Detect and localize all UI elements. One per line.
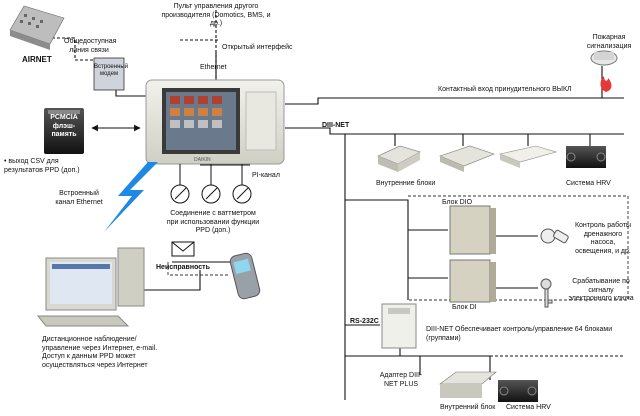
block-di-label: Блок DI <box>452 304 477 311</box>
builtin-ethernet-label: Встроенный канал Ethernet <box>55 190 103 206</box>
building-icon <box>9 5 65 50</box>
wattmeter-icon <box>170 184 252 204</box>
airnet-label: AIRNET <box>22 55 52 64</box>
brand-label: DAIKIN <box>194 157 211 163</box>
mobile-phone-icon <box>229 252 261 300</box>
dio-box-icon <box>449 205 496 255</box>
pump-control-label: Контроль работы дренажного насоса, освещ… <box>574 222 632 255</box>
ethernet-label: Ethernet <box>200 64 227 71</box>
ceiling-unit-icon <box>439 371 497 398</box>
indoor-units-label: Внутренние блоки <box>376 180 436 187</box>
malfunction-label: Неисправность <box>156 264 210 271</box>
adapter-icon <box>381 303 417 349</box>
public-line-label: Общедоступная линия связи <box>64 38 117 54</box>
block-dio-label: Блок DIO <box>442 199 473 206</box>
lightning-icon <box>104 162 158 232</box>
diii-net-plus-note: DIII-NET Обеспечивает контроль/управлени… <box>426 326 613 342</box>
controller-icon <box>145 79 285 165</box>
bulb-icon <box>540 228 569 244</box>
builtin-modem-label: Встроенный модем <box>94 64 129 77</box>
wattmeter-label: Соединение с ваттметром при использовани… <box>166 210 260 234</box>
ceiling-unit-icon <box>498 145 558 168</box>
csv-output-label: • выход CSV для результатов PPD (доп.) <box>4 158 80 174</box>
hrv-unit-icon <box>498 380 538 402</box>
envelope-icon <box>171 241 195 257</box>
key-trigger-label: Срабатывание по сигналу электронного клю… <box>568 278 634 302</box>
key-icon <box>540 278 553 308</box>
remote-monitoring-label: Дистанционное наблюдение/управление чере… <box>42 336 158 369</box>
ceiling-unit-icon <box>439 145 495 172</box>
indoor-unit-label: Внутренний блок <box>440 404 496 411</box>
di-box-icon <box>449 259 496 303</box>
computer-icon <box>36 247 145 327</box>
flash-card-icon <box>44 108 84 154</box>
hrv-system-label-2: Система HRV <box>506 404 551 411</box>
pi-channel-label: PI-канал <box>252 172 280 179</box>
cassette-unit-icon <box>377 145 421 172</box>
diii-net-label: DIII-NET <box>322 122 350 129</box>
fire-alarm-label: Пожарная сигнализация <box>586 34 632 50</box>
modem-icon <box>93 57 125 91</box>
open-interface-label: Открытый интерфейс <box>222 44 293 51</box>
pcmcia-label: PCMCIA флэш-память <box>50 114 78 138</box>
rs232c-label: RS-232C <box>350 318 379 325</box>
hrv-system-label: Система HRV <box>566 180 611 187</box>
fire-alarm-icon <box>590 50 618 92</box>
dashed-frames <box>167 195 629 301</box>
adapter-label: Адаптер DIII-NET PLUS <box>379 372 423 388</box>
forced-off-label: Контактный вход принудительного ВЫКЛ <box>438 86 572 93</box>
hrv-unit-icon <box>566 146 606 168</box>
external-remote-label: Пульт управления другого производителя (… <box>161 3 271 27</box>
